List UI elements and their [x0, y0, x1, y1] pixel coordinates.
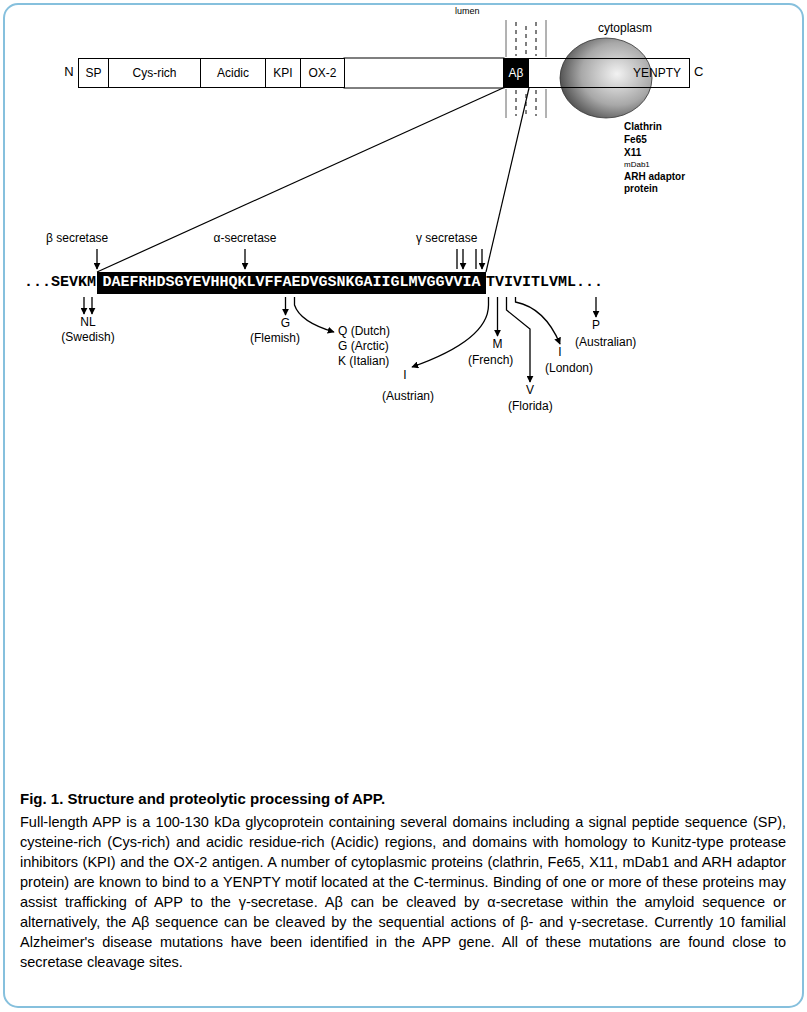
- domain-box: Acidic: [200, 58, 266, 88]
- node-text: KPI: [273, 64, 292, 82]
- mutation-label: NL: [80, 316, 95, 330]
- mutation-arrow: [497, 297, 498, 336]
- mutation-name: (Swedish): [61, 331, 114, 345]
- mutation-arrow: [516, 297, 561, 344]
- mutation-name: G (Arctic): [338, 340, 389, 354]
- mutation-label: I: [403, 369, 406, 383]
- mutation-arrows: [84, 297, 596, 382]
- node-text: DAEFRHDSGYEVHHQKLVFFAEDVGSNKGAIIGLMVGGVV…: [102, 274, 480, 292]
- mutation-arrow: [83, 297, 84, 314]
- region-label: cytoplasm: [598, 22, 652, 36]
- mutation-name: (French): [468, 354, 513, 368]
- protein-label: mDab1: [624, 160, 650, 169]
- figure-title: Fig. 1. Structure and proteolytic proces…: [20, 790, 785, 807]
- mutation-arrow: [91, 297, 92, 314]
- sequence-text: TVIVITLVML...: [486, 274, 603, 292]
- mutation-label: I: [558, 346, 561, 360]
- alpha-arrow: [244, 249, 245, 269]
- zoom-line: [97, 88, 503, 272]
- mutation-name: (Florida): [508, 400, 553, 414]
- figure-caption: Full-length APP is a 100-130 kDa glycopr…: [20, 812, 786, 972]
- protein-label: ARH adaptor protein: [624, 171, 704, 194]
- node-text: Cys-rich: [133, 64, 177, 82]
- motif-box: YENPTY: [528, 58, 690, 88]
- mutation-arrow: [595, 297, 596, 317]
- protein-label: X11: [624, 147, 641, 159]
- zoom-line: [486, 88, 529, 272]
- mutation-name: (Australian): [575, 336, 636, 350]
- domain-box: Cys-rich: [108, 58, 201, 88]
- node-text: Aβ: [509, 64, 524, 82]
- terminus-label: C: [694, 65, 703, 80]
- enzyme-label: α-secretase: [213, 232, 278, 246]
- mutation-arrow: [295, 297, 335, 332]
- gamma-arrow: [457, 249, 463, 269]
- sequence-text: ...SEVKM: [24, 274, 96, 292]
- gamma-arrow: [476, 249, 482, 269]
- terminus-label: N: [64, 65, 73, 80]
- enzyme-label: β secretase: [45, 232, 109, 246]
- mutation-label: P: [592, 319, 600, 333]
- mutation-name: Q (Dutch): [338, 325, 390, 339]
- domain-box: OX-2: [300, 58, 345, 88]
- protein-label: Clathrin: [624, 121, 662, 133]
- node-text: Acidic: [217, 64, 249, 82]
- node-text: SP: [85, 64, 101, 82]
- sequence-box: DAEFRHDSGYEVHHQKLVFFAEDVGSNKGAIIGLMVGGVV…: [97, 272, 486, 294]
- node-text: OX-2: [308, 64, 336, 82]
- mutation-label: M: [493, 338, 503, 352]
- node-text: YENPTY: [633, 64, 681, 82]
- mutation-name: (Flemish): [250, 332, 300, 346]
- frame-border: [4, 4, 803, 1007]
- mutation-name: (London): [545, 362, 593, 376]
- mutation-name: (Austrian): [382, 390, 434, 404]
- enzyme-label: γ secretase: [415, 232, 478, 246]
- cleavage-arrows: [97, 249, 482, 269]
- abeta-box: Aβ: [503, 58, 529, 88]
- app-segment: [344, 58, 504, 88]
- mutation-arrow: [285, 297, 286, 315]
- mutation-label: V: [526, 384, 534, 398]
- region-label: lumen: [455, 6, 480, 16]
- beta-arrow: [96, 249, 97, 269]
- domain-box: SP: [78, 58, 109, 88]
- domain-box: KPI: [265, 58, 301, 88]
- mutation-label: G: [281, 317, 290, 331]
- mutation-arrow: [507, 297, 531, 382]
- mutation-name: K (Italian): [338, 355, 389, 369]
- protein-label: Fe65: [624, 134, 647, 146]
